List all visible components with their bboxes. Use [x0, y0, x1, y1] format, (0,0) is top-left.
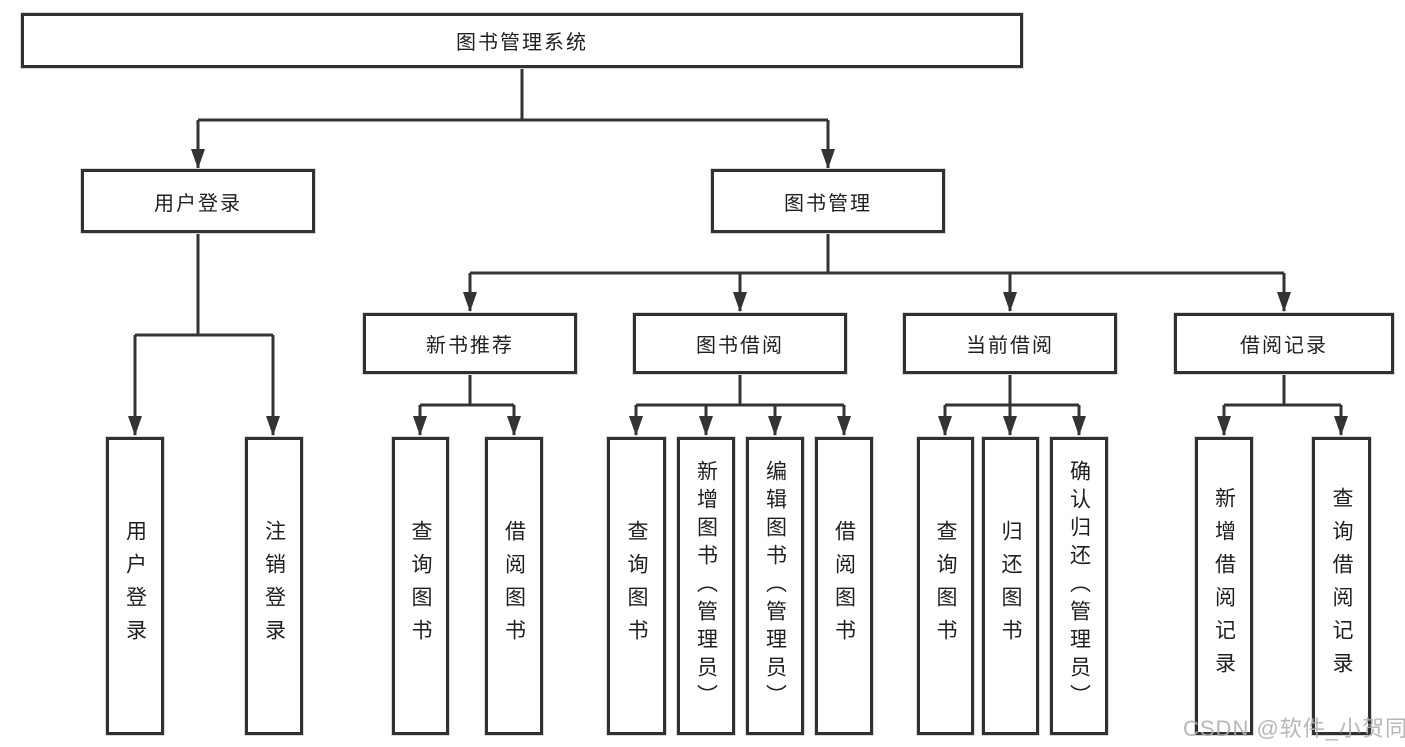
leaf-borrow-query-books-label: 查询图书 [625, 520, 648, 652]
node-borrow-record: 借阅记录 [1174, 313, 1394, 374]
leaf-borrow-edit-books-admin-label: 编辑图书（管理员） [763, 460, 787, 712]
node-book-management: 图书管理 [711, 169, 945, 233]
node-current-borrow: 当前借阅 [903, 313, 1117, 374]
leaf-newbook-borrow-books: 借阅图书 [485, 437, 543, 735]
leaf-borrow-borrow-books: 借阅图书 [815, 437, 873, 735]
leaf-current-query-books-label: 查询图书 [934, 520, 957, 652]
leaf-current-return-books: 归还图书 [982, 437, 1039, 735]
leaf-borrow-borrow-books-label: 借阅图书 [832, 520, 856, 652]
node-book-borrow: 图书借阅 [633, 313, 847, 374]
leaf-record-query-borrow-record-label: 查询借阅记录 [1330, 487, 1353, 685]
leaf-user-login-label: 用户登录 [123, 520, 147, 652]
node-root: 图书管理系统 [21, 13, 1023, 68]
csdn-watermark: CSDN @软件_小贺同学 [1183, 716, 1405, 741]
node-current-borrow-label: 当前借阅 [966, 335, 1054, 357]
leaf-newbook-borrow-books-label: 借阅图书 [502, 520, 526, 652]
leaf-borrow-query-books: 查询图书 [607, 437, 666, 735]
leaf-current-query-books: 查询图书 [917, 437, 974, 735]
leaf-current-return-books-label: 归还图书 [999, 520, 1022, 652]
node-new-book-recommend: 新书推荐 [363, 313, 577, 374]
leaf-current-confirm-return-admin: 确认归还（管理员） [1050, 437, 1108, 735]
leaf-record-add-borrow-record-label: 新增借阅记录 [1212, 487, 1236, 685]
node-book-borrow-label: 图书借阅 [696, 335, 784, 357]
leaf-user-login: 用户登录 [106, 437, 164, 735]
leaf-borrow-add-books-admin-label: 新增图书（管理员） [694, 460, 718, 712]
leaf-current-confirm-return-admin-label: 确认归还（管理员） [1067, 460, 1091, 712]
leaf-borrow-edit-books-admin: 编辑图书（管理员） [746, 437, 804, 735]
node-user-login-label: 用户登录 [154, 192, 242, 215]
leaf-newbook-query-books: 查询图书 [392, 437, 449, 735]
leaf-logout: 注销登录 [245, 437, 303, 735]
node-root-label: 图书管理系统 [456, 32, 588, 54]
leaf-record-query-borrow-record: 查询借阅记录 [1312, 437, 1371, 735]
leaf-borrow-add-books-admin: 新增图书（管理员） [677, 437, 735, 735]
leaf-newbook-query-books-label: 查询图书 [409, 520, 432, 652]
node-user-login: 用户登录 [81, 169, 315, 233]
leaf-record-add-borrow-record: 新增借阅记录 [1195, 437, 1253, 735]
node-book-management-label: 图书管理 [784, 192, 872, 215]
node-borrow-record-label: 借阅记录 [1240, 335, 1328, 357]
node-new-book-recommend-label: 新书推荐 [426, 335, 514, 357]
leaf-logout-label: 注销登录 [262, 520, 286, 652]
